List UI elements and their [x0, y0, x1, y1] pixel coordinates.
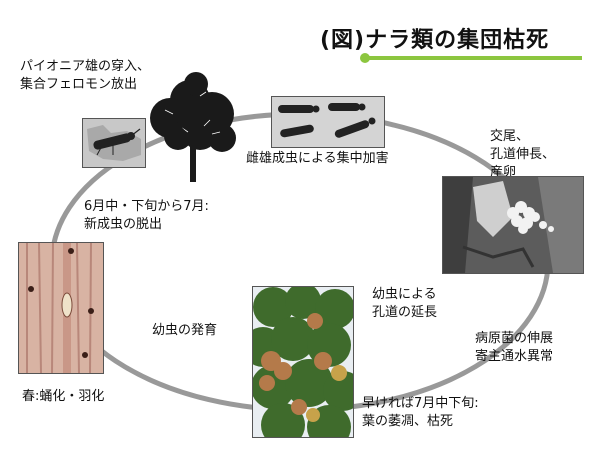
larva-growth-label: 幼虫の発育: [152, 323, 218, 338]
pioneer-label: パイオニア雄の穿入、 集合フェロモン放出: [20, 59, 151, 92]
bark-frass-photo: [442, 176, 584, 274]
pioneer-beetle-photo: [82, 118, 146, 168]
mating-label: 交尾、 孔道伸長、 産卵: [490, 129, 556, 180]
title-bullet: [360, 53, 370, 63]
wood-section-photo: [18, 242, 104, 374]
title-underline: [362, 56, 582, 60]
adults-attack-label: 雌雄成虫による集中加害: [246, 151, 389, 166]
larva-tunnel-label: 幼虫による 孔道の延長: [372, 287, 438, 320]
dying-oak-forest-photo: [252, 286, 354, 438]
page-title: (図)ナラ類の集団枯死: [320, 28, 550, 53]
wilting-label: 早ければ7月中下旬: 葉の萎凋、枯死: [362, 396, 479, 429]
pathogen-label: 病原菌の伸展 寄主通水異常: [475, 331, 554, 364]
spring-label: 春:蛹化・羽化: [22, 389, 105, 404]
emergence-label: 6月中・下旬から7月: 新成虫の脱出: [84, 199, 209, 232]
beetle-group-photo: [271, 96, 385, 148]
